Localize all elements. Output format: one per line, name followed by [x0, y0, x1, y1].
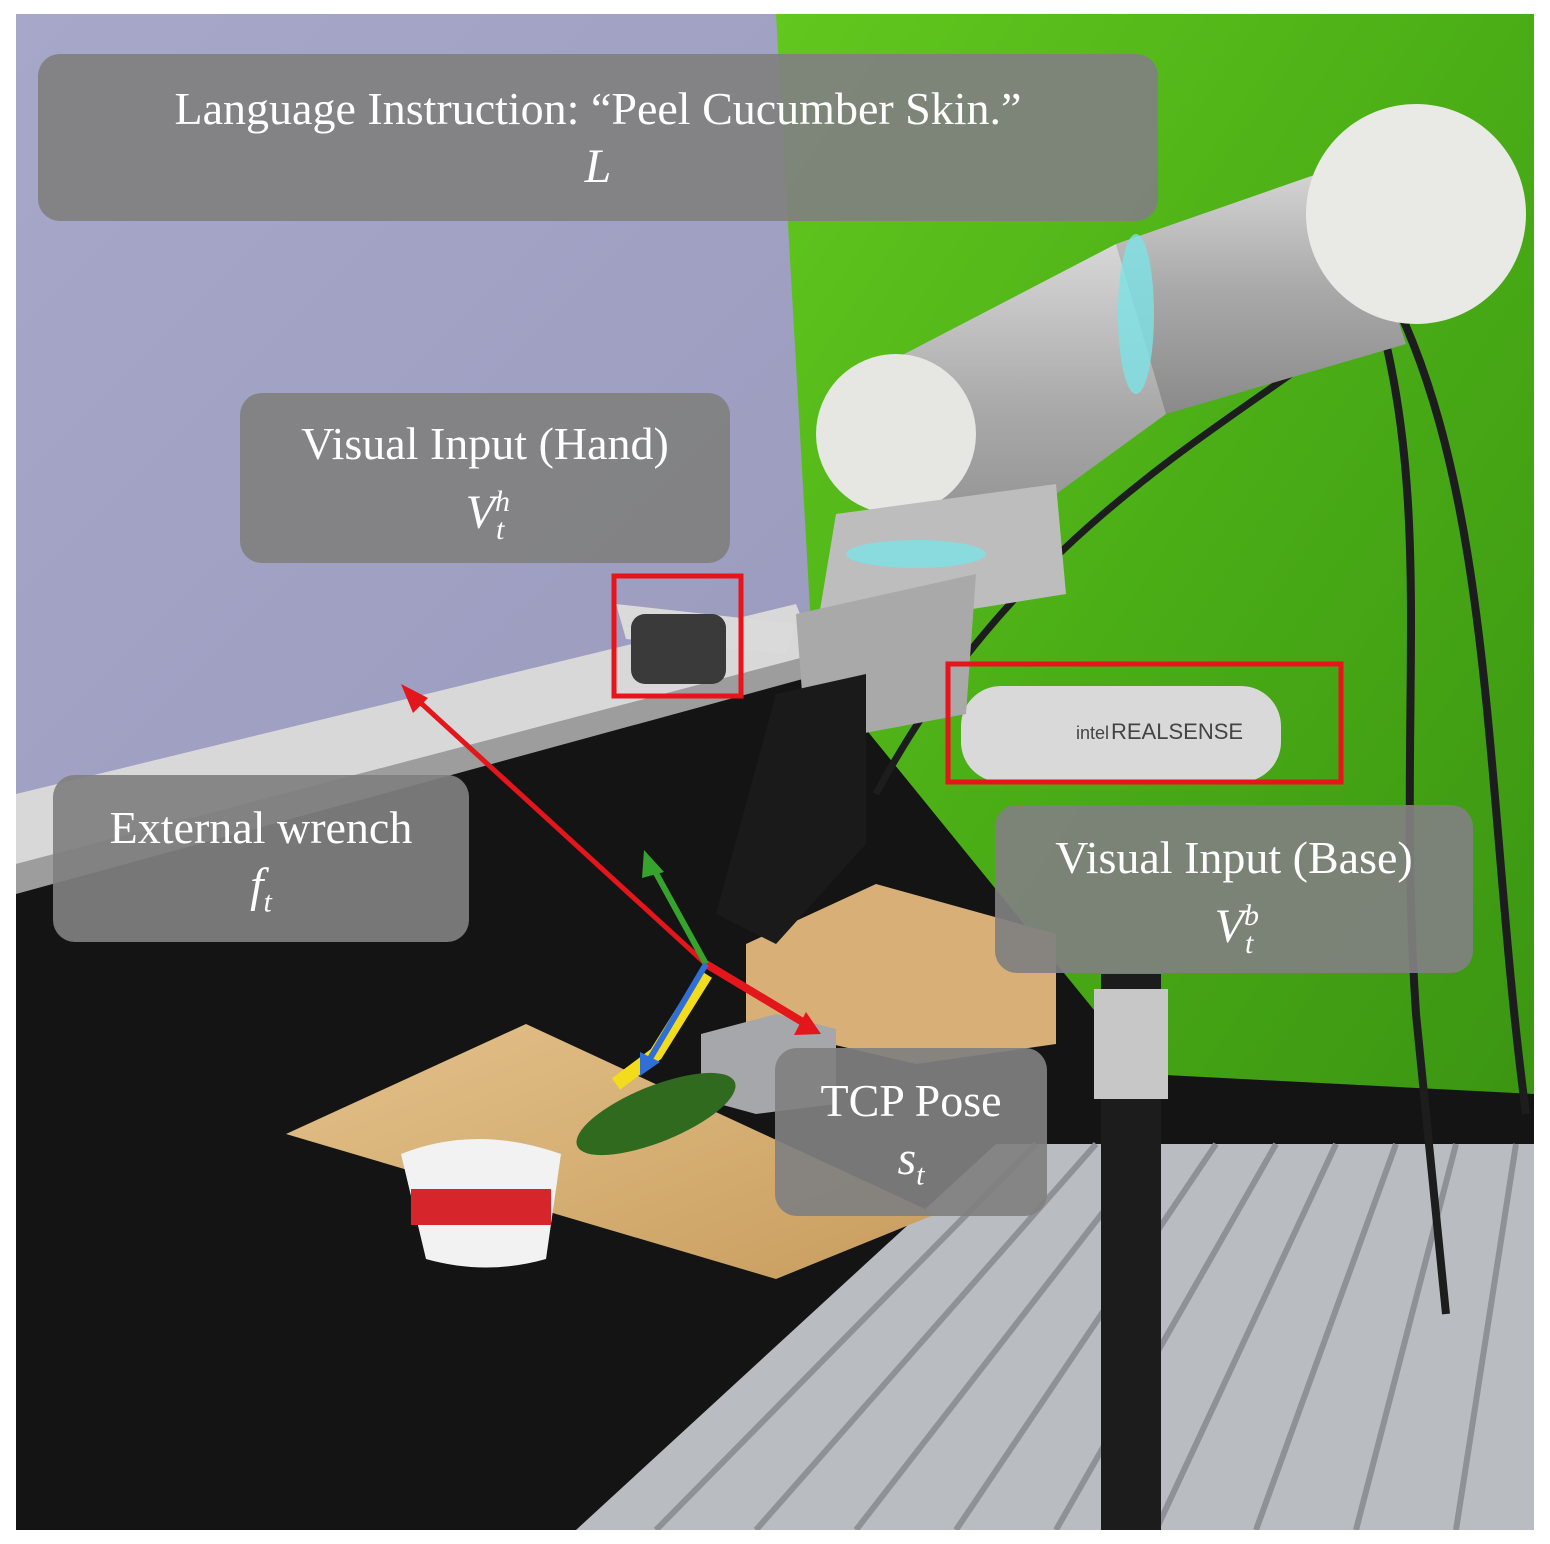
visual-input-hand-text: Visual Input (Hand) — [301, 418, 669, 469]
tcp-pose-text: TCP Pose — [820, 1075, 1002, 1126]
base-symbol: Vbt — [1214, 899, 1259, 960]
breadboard — [576, 1144, 1534, 1530]
arrow-blue — [645, 962, 709, 1064]
external-wrench-label: External wrench ft — [53, 775, 469, 942]
base-camera — [961, 686, 1281, 782]
base-camera-highlight — [945, 661, 1344, 785]
tcp-symbol: st — [897, 1132, 925, 1192]
visual-input-hand-label: Visual Input (Hand) Vht — [240, 393, 730, 563]
language-symbol: L — [584, 140, 612, 193]
camera-brand: REALSENSE — [1111, 719, 1243, 744]
robot-arm — [616, 104, 1526, 944]
arrow-green — [648, 862, 709, 966]
visual-input-base-text: Visual Input (Base) — [1055, 832, 1413, 883]
visual-input-base-label: Visual Input (Base) Vbt — [995, 805, 1473, 973]
language-instruction-label: Language Instruction: “Peel Cucumber Ski… — [38, 54, 1158, 221]
external-wrench-text: External wrench — [109, 802, 413, 853]
cucumber — [576, 1072, 736, 1156]
tcp-pose-label: TCP Pose st — [775, 1048, 1047, 1216]
language-instruction-text: Language Instruction: “Peel Cucumber Ski… — [174, 83, 1022, 134]
robot-scene-photo: intel REALSENSE — [16, 14, 1534, 1530]
hand-camera-highlight — [611, 573, 744, 699]
arrow-wrench-red — [409, 692, 708, 966]
camera-logo: intel — [1076, 723, 1109, 743]
hand-symbol: Vht — [465, 485, 510, 546]
arrow-tcp-red — [703, 960, 809, 1028]
wooden-block — [746, 884, 1056, 1064]
wrench-symbol: ft — [250, 859, 272, 919]
